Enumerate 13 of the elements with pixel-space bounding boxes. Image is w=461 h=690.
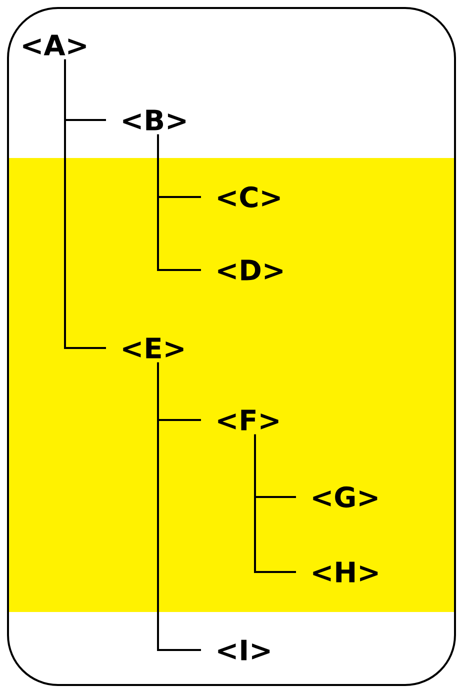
tree-item: <D> bbox=[218, 260, 282, 280]
tree-connector bbox=[64, 59, 106, 349]
tree-connector bbox=[254, 434, 296, 573]
tree-item: <F> bbox=[218, 410, 278, 430]
tree-item: <H> bbox=[313, 562, 378, 582]
tree-item: <I> bbox=[218, 640, 270, 660]
tree-connector bbox=[157, 134, 201, 271]
tree-item: <A> bbox=[23, 34, 86, 56]
tree-item: <B> bbox=[123, 110, 186, 130]
tree-item: <G> bbox=[313, 486, 378, 508]
tree-item: <C> bbox=[218, 186, 280, 208]
tree-connector bbox=[157, 362, 201, 651]
tree-item: <E> bbox=[123, 338, 184, 358]
